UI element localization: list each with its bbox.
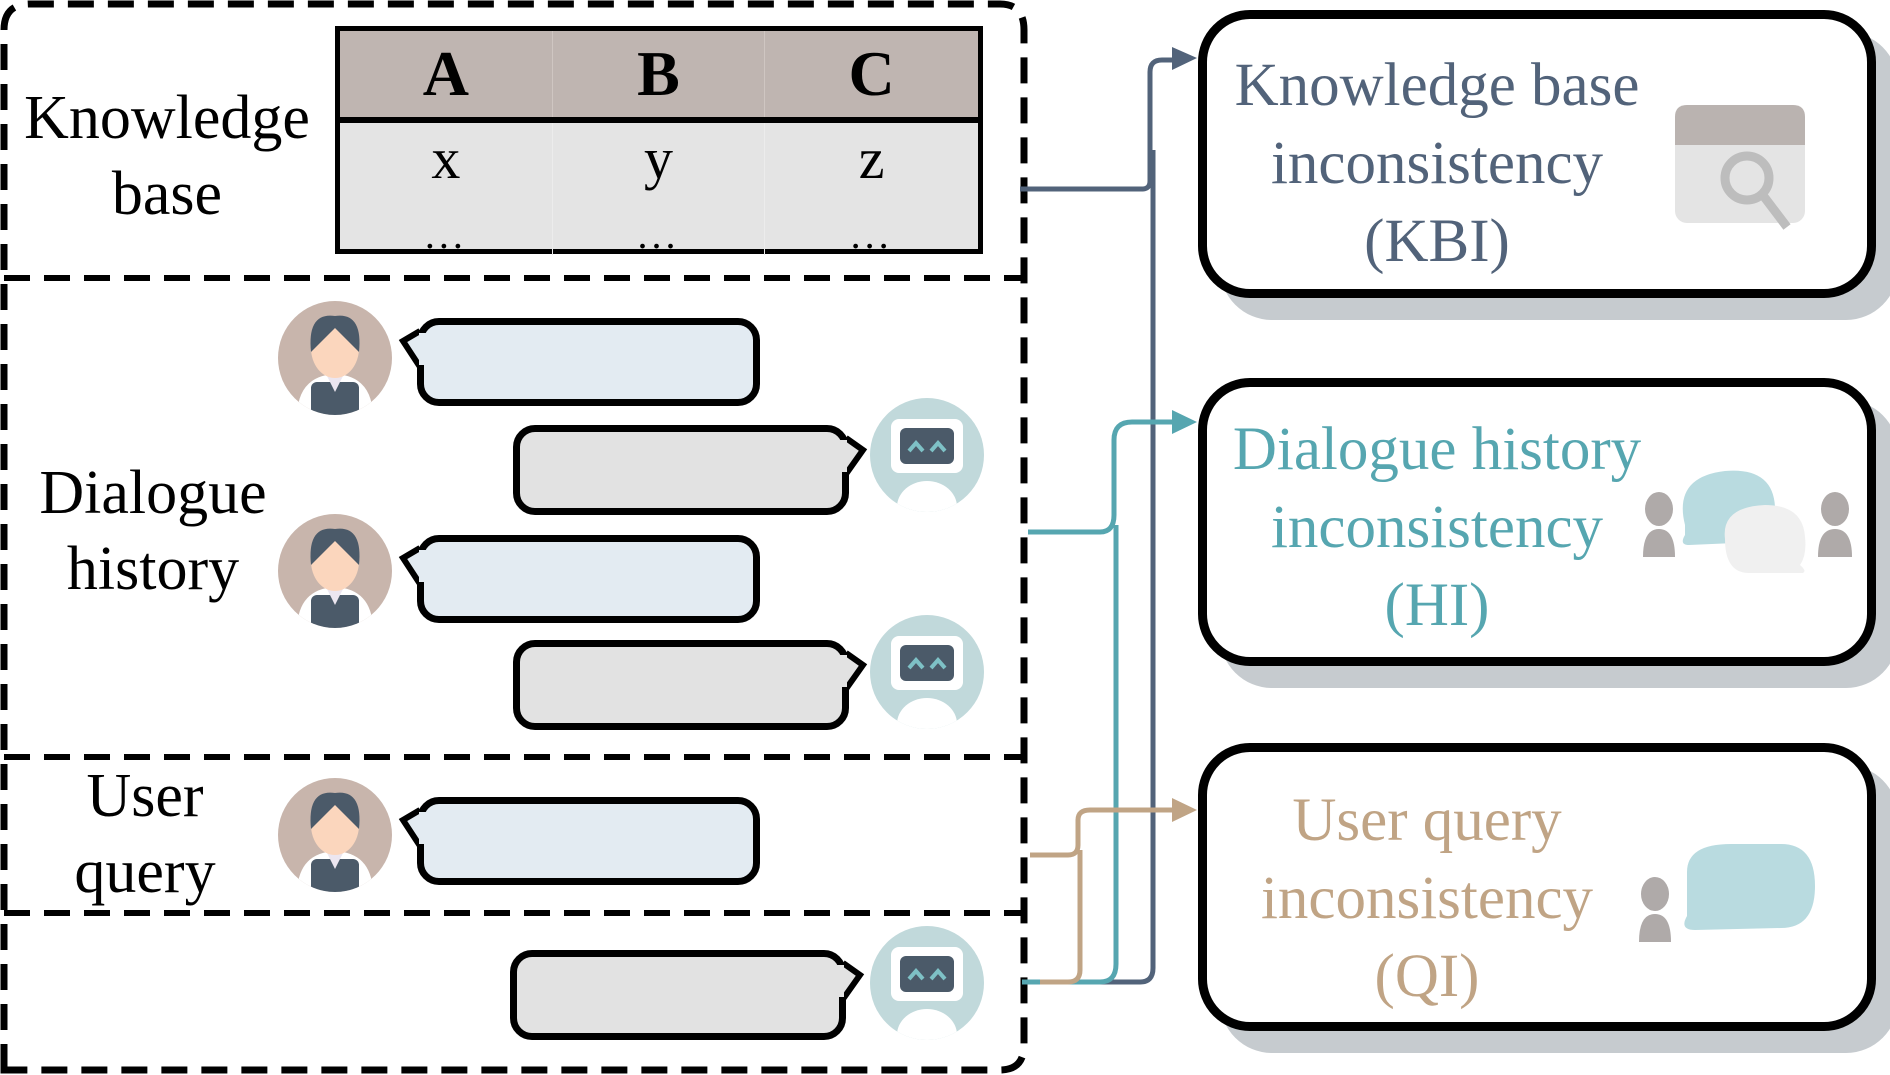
user-avatar-icon	[278, 778, 392, 892]
arrowhead-qi	[1172, 798, 1197, 822]
bubble-tail	[398, 545, 423, 586]
table-header-rule	[340, 117, 978, 123]
bubble-tail	[398, 807, 423, 848]
bubble-tail	[398, 328, 423, 369]
arrowhead-kbi	[1172, 47, 1197, 70]
hi-title: Dialogue history inconsistency (HI)	[1232, 416, 1642, 639]
bubble-tail	[843, 435, 868, 476]
connector-hi-trunk	[1022, 525, 1119, 985]
person-icon-right	[1818, 492, 1852, 557]
output-box-hi: Dialogue history inconsistency (HI)	[1198, 378, 1876, 666]
table-header-a: A	[340, 31, 553, 117]
user-avatar-icon	[278, 301, 392, 415]
knowledge-base-label: Knowledge base	[24, 84, 310, 228]
kbi-title: Knowledge base inconsistency (KBI)	[1234, 52, 1640, 275]
table-header-b: B	[552, 31, 766, 117]
person-icon-left	[1643, 492, 1675, 557]
conversation-icon	[1643, 470, 1852, 573]
user-message-bubble	[417, 535, 760, 623]
connector-qi	[1030, 807, 1180, 858]
table-cell: y ...	[553, 123, 766, 255]
user-speech-icon	[1639, 844, 1815, 942]
arrowhead-hi	[1172, 410, 1197, 434]
robot-avatar-icon	[870, 926, 984, 1040]
knowledge-base-table: A B C x ... y ... z ...	[335, 26, 983, 257]
table-cell: z ...	[850, 126, 893, 257]
table-header-c: C	[765, 31, 978, 117]
connector-qi-trunk	[1040, 850, 1083, 985]
bubble-tail	[843, 650, 868, 691]
bot-response-bubble	[510, 950, 846, 1040]
robot-avatar-icon	[870, 615, 984, 729]
table-cell: x ...	[340, 123, 553, 255]
user-message-bubble	[417, 318, 760, 406]
bubble-tail	[840, 960, 865, 1001]
user-query-bubble	[417, 797, 760, 885]
output-box-kbi: Knowledge base inconsistency (KBI)	[1198, 10, 1876, 298]
robot-avatar-icon	[870, 398, 984, 512]
table-search-icon	[1675, 105, 1805, 230]
person-icon	[1639, 877, 1671, 942]
connector-kbi	[1020, 57, 1180, 192]
output-box-qi: User query inconsistency (QI)	[1198, 743, 1876, 1031]
qi-title: User query inconsistency (QI)	[1260, 787, 1594, 1010]
input-panel-border	[0, 0, 1028, 1074]
user-query-label: User query	[74, 762, 216, 906]
connector-hi	[1028, 419, 1180, 535]
user-avatar-icon	[278, 514, 392, 628]
dialogue-history-label: Dialogue history	[39, 459, 267, 603]
bot-message-bubble	[513, 425, 849, 515]
connector-kbi-trunk	[1022, 150, 1156, 985]
